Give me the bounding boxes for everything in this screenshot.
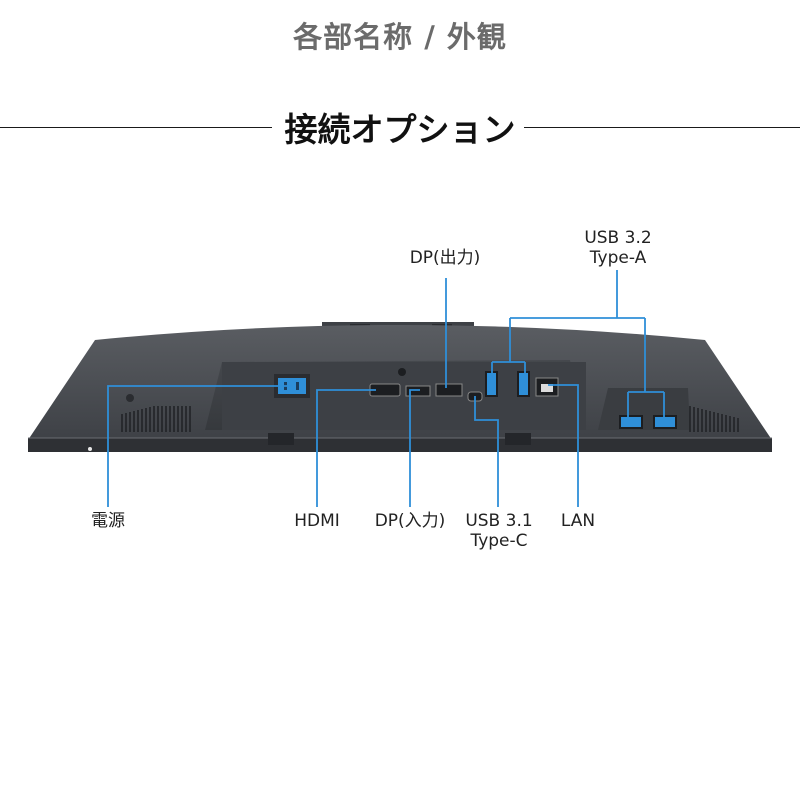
callout-lan xyxy=(548,384,579,507)
section-rule-left xyxy=(0,127,272,128)
vent-right xyxy=(689,406,739,432)
callout-dp-in xyxy=(409,389,420,507)
callout-lines xyxy=(107,270,665,507)
usb-a-port-2 xyxy=(517,371,530,397)
callout-hdmi xyxy=(316,389,376,507)
foot-left xyxy=(268,433,294,445)
lock-slot xyxy=(398,368,406,376)
lan-port xyxy=(535,377,559,397)
callout-usb-c xyxy=(474,396,499,507)
label-usb32-line2: Type-A xyxy=(589,248,647,268)
label-dp-in: DP(入力) xyxy=(374,511,446,531)
vent-left xyxy=(121,406,191,432)
label-power: 電源 xyxy=(91,511,125,531)
label-usb31-line1: USB 3.1 xyxy=(465,511,533,531)
joystick xyxy=(126,394,134,402)
foot-right xyxy=(505,433,531,445)
label-dp-out: DP(出力) xyxy=(409,248,481,268)
callout-power xyxy=(107,385,292,507)
power-led xyxy=(88,447,92,451)
label-usb31-line2: Type-C xyxy=(470,531,528,551)
section-title: 接続オプション xyxy=(276,110,524,149)
usb-a-port-3 xyxy=(619,415,643,429)
label-usb32-line1: USB 3.2 xyxy=(584,228,652,248)
section-rule-right xyxy=(512,127,800,128)
dp-in-port xyxy=(405,385,431,397)
label-lan: LAN xyxy=(560,511,596,531)
page-title: 各部名称 / 外観 xyxy=(293,20,507,54)
usb-a-port-4 xyxy=(653,415,677,429)
dp-out-port xyxy=(435,383,463,397)
label-hdmi: HDMI xyxy=(294,511,340,531)
